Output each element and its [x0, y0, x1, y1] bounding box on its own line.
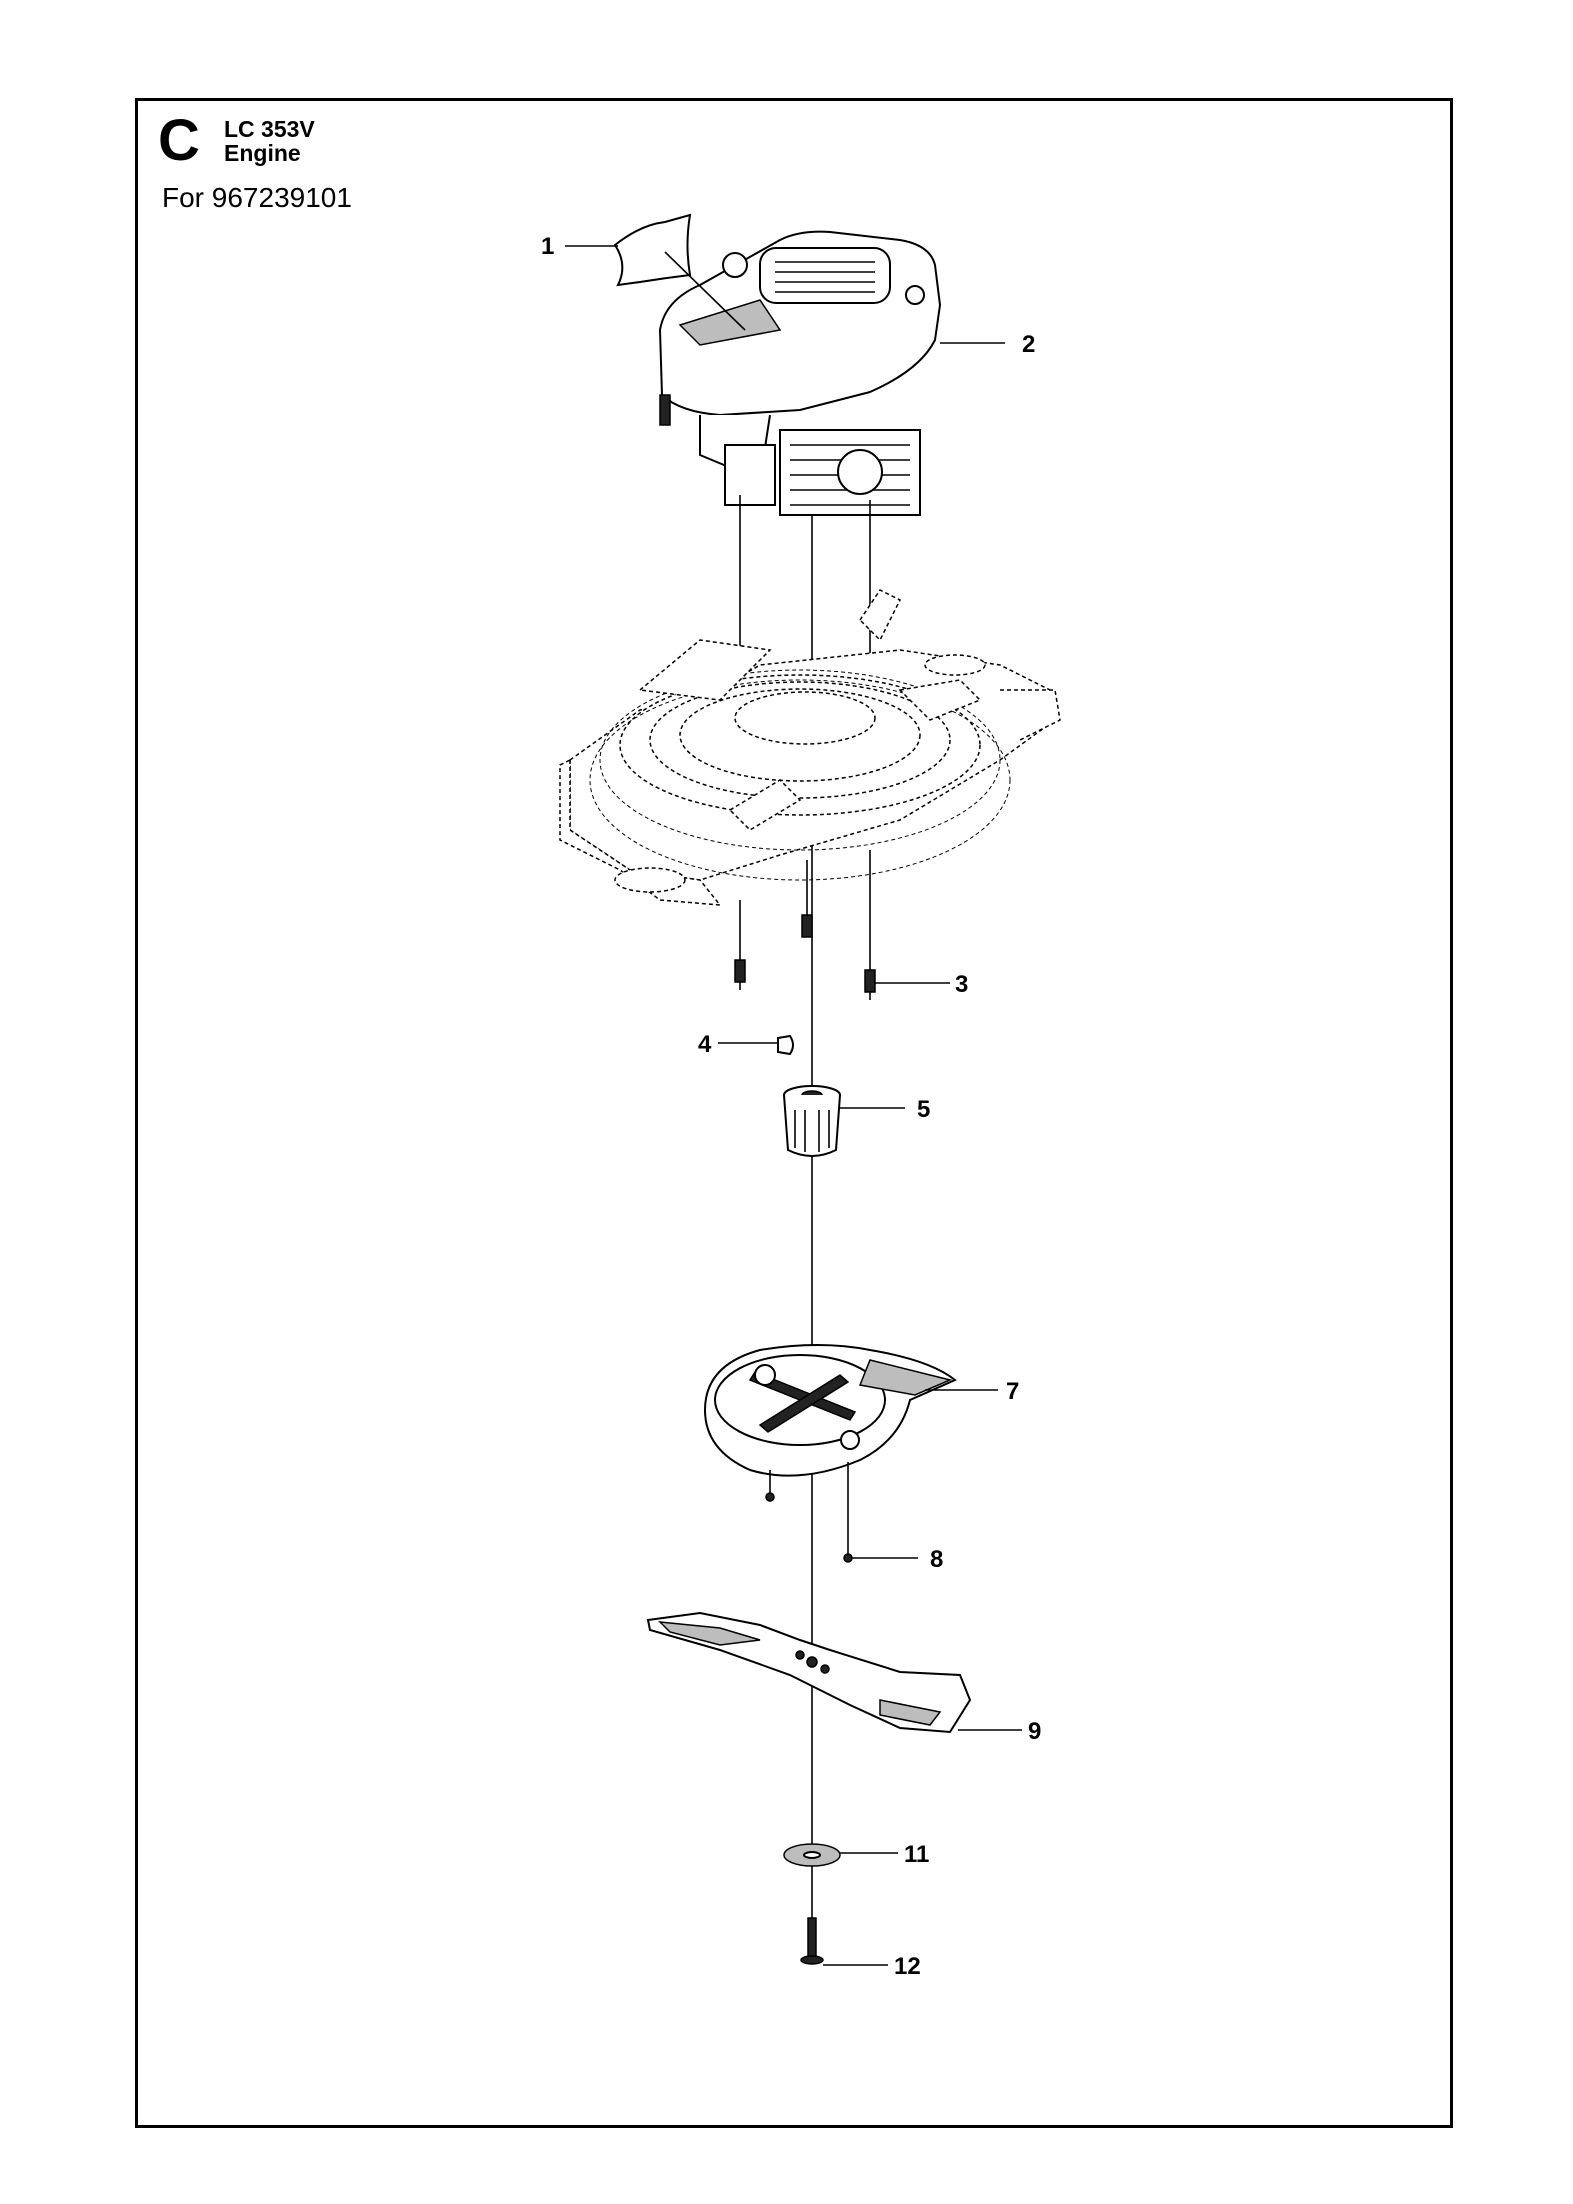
page-frame	[135, 98, 1453, 2128]
model-block: LC 353V Engine	[224, 117, 315, 165]
for-part-number: For 967239101	[162, 182, 352, 213]
callout-12: 12	[894, 1953, 921, 1980]
engine	[658, 230, 942, 700]
callout-1: 1	[541, 233, 554, 260]
callout-3: 3	[955, 971, 968, 998]
engine-vent-grille	[775, 261, 875, 293]
model-name: LC 353V	[224, 116, 315, 142]
section-letter: C	[158, 108, 200, 173]
woodruff-key	[777, 1034, 794, 1056]
blade-carrier	[703, 1344, 957, 1563]
deck-bolts	[734, 850, 876, 1000]
mower-deck	[559, 589, 1061, 906]
blade-adapter	[783, 1085, 841, 1157]
callout-9: 9	[1028, 1718, 1041, 1745]
callout-4: 4	[698, 1031, 712, 1058]
cutting-blade	[646, 1611, 972, 1734]
callout-5: 5	[917, 1096, 930, 1123]
leader-lines	[565, 245, 1022, 1966]
washer	[783, 1843, 841, 1867]
model-subtitle: Engine	[224, 140, 301, 167]
decal-sticker	[613, 213, 692, 287]
callout-7: 7	[1006, 1378, 1019, 1405]
callout-8: 8	[930, 1546, 943, 1573]
callout-2: 2	[1022, 331, 1035, 358]
callout-11: 11	[904, 1841, 929, 1868]
blade-bolt	[800, 1917, 824, 1965]
